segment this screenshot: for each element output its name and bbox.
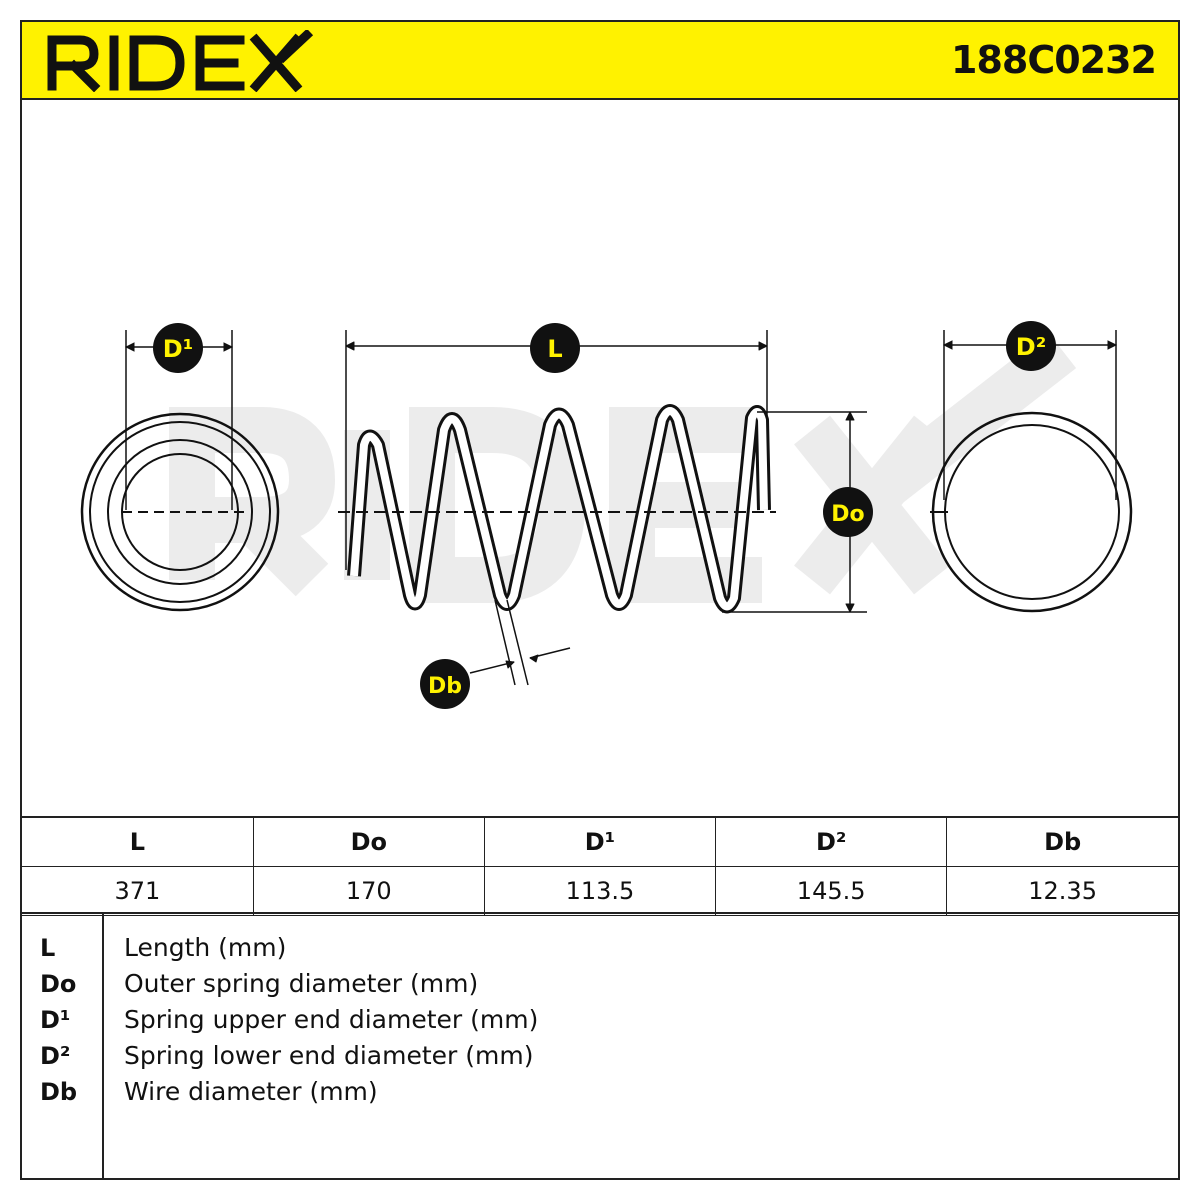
legend-description: Spring upper end diameter (mm) — [124, 1005, 539, 1034]
legend-item: Db Wire diameter (mm) — [22, 1074, 1178, 1110]
badge-do: Do — [823, 487, 873, 537]
value-cell-d1: 113.5 — [483, 866, 717, 916]
legend-symbol: D¹ — [40, 1006, 71, 1034]
spec-table-value-row: 371 170 113.5 145.5 12.35 — [22, 866, 1178, 916]
value-cell-d2: 145.5 — [715, 866, 948, 916]
legend-item: L Length (mm) — [22, 930, 1178, 966]
legend-item: Do Outer spring diameter (mm) — [22, 966, 1178, 1002]
header-cell-do: Do — [252, 816, 485, 867]
legend-description: Spring lower end diameter (mm) — [124, 1041, 534, 1070]
legend-item: D¹ Spring upper end diameter (mm) — [22, 1002, 1178, 1038]
legend-description: Outer spring diameter (mm) — [124, 969, 479, 998]
header-bar: 188C0232 — [22, 22, 1178, 100]
upper-end-view — [80, 330, 280, 612]
legend-description: Length (mm) — [124, 933, 287, 962]
badge-l: L — [530, 323, 580, 373]
header-cell-l: L — [22, 816, 254, 867]
value-cell-l: 371 — [22, 866, 254, 916]
header-cell-d1: D¹ — [483, 816, 717, 867]
legend-symbol: Do — [40, 970, 77, 998]
legend: L Length (mm) Do Outer spring diameter (… — [22, 912, 1178, 1178]
ridex-watermark — [169, 331, 1077, 603]
legend-symbol: Db — [40, 1078, 78, 1106]
badge-d2-text: D² — [1016, 333, 1046, 361]
header-cell-d2: D² — [715, 816, 948, 867]
badge-d2: D² — [1006, 321, 1056, 371]
ridex-logo — [47, 30, 314, 92]
badge-d1: D¹ — [153, 323, 203, 373]
legend-description: Wire diameter (mm) — [124, 1077, 378, 1106]
badge-d1-text: D¹ — [163, 335, 193, 363]
spec-table-header-row: L Do D¹ D² Db — [22, 816, 1178, 867]
spring-diagram: D¹ L D² Do Db — [80, 321, 1133, 709]
spec-table: L Do D¹ D² Db 371 170 113.5 145.5 12.35 — [22, 816, 1178, 916]
lower-end-view — [930, 330, 1133, 613]
header-cell-db: Db — [946, 816, 1178, 867]
spring-side-view — [338, 330, 867, 686]
badge-db-text: Db — [428, 674, 462, 699]
value-cell-db: 12.35 — [946, 866, 1178, 916]
value-cell-do: 170 — [252, 866, 485, 916]
legend-divider — [102, 914, 104, 1178]
part-number: 188C0232 — [951, 38, 1157, 82]
legend-symbol: D² — [40, 1042, 71, 1070]
badge-db: Db — [420, 659, 470, 709]
legend-item: D² Spring lower end diameter (mm) — [22, 1038, 1178, 1074]
legend-symbol: L — [40, 934, 56, 962]
badge-l-text: L — [547, 335, 562, 363]
spec-sheet: 188C0232 — [20, 20, 1180, 1180]
badge-do-text: Do — [831, 502, 864, 527]
